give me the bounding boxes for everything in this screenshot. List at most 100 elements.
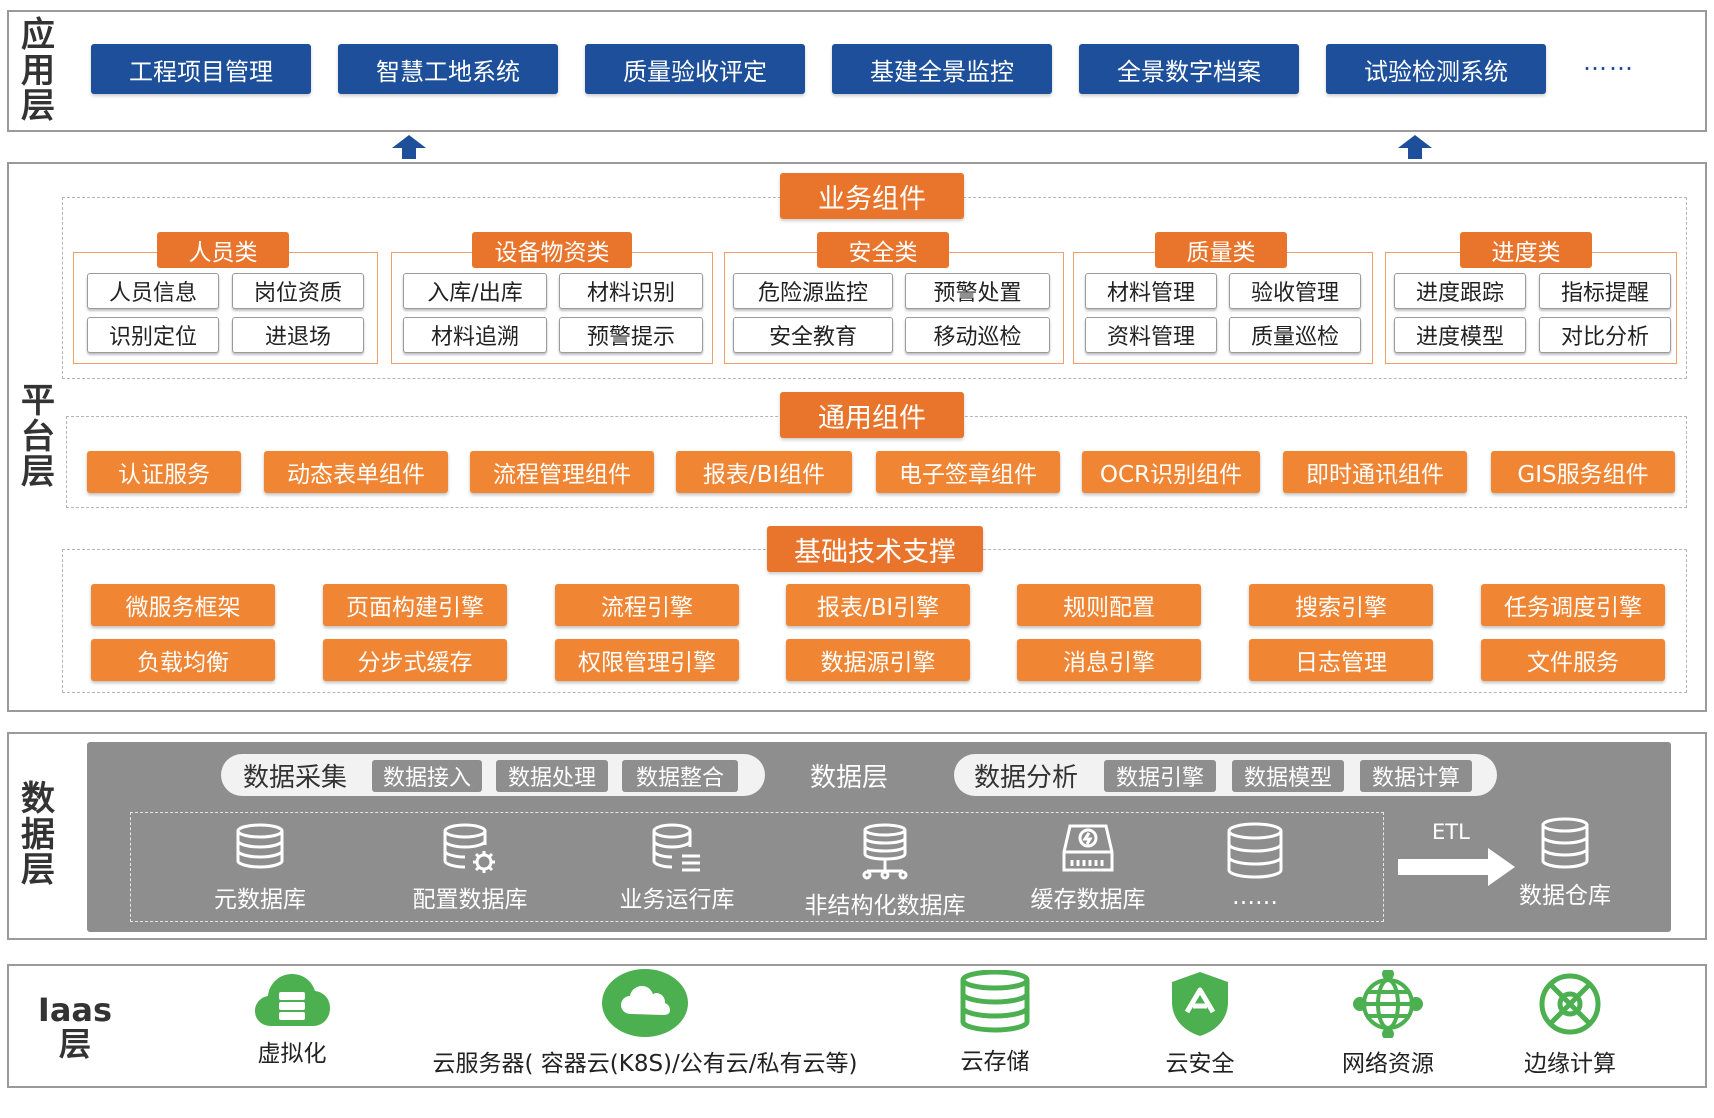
data-model-chip[interactable]: 数据模型 [1232, 760, 1344, 792]
globe-network-icon [1353, 970, 1423, 1038]
chip-material-management[interactable]: 材料管理 [1085, 273, 1217, 309]
iaas-cloud-storage-label: 云存储 [960, 1049, 1030, 1075]
iaas-cloud-security: 云安全 [1140, 970, 1260, 1078]
chip-material-trace[interactable]: 材料追溯 [403, 317, 547, 353]
iaas-edge-computing: 边缘计算 [1505, 970, 1635, 1078]
chip-hazard-monitor[interactable]: 危险源监控 [733, 273, 893, 309]
basic-tech-title: 基础技术支撑 [767, 526, 983, 572]
iaas-virtualization-label: 虚拟化 [257, 1041, 327, 1067]
common-report-bi[interactable]: 报表/BI组件 [676, 451, 852, 493]
data-analysis-label: 数据分析 [974, 763, 1079, 793]
chip-acceptance-management[interactable]: 验收管理 [1229, 273, 1361, 309]
db-config: 配置数据库 [395, 822, 545, 914]
db-more-label: …… [1232, 884, 1278, 910]
data-layer-label: 数 据 层 [21, 779, 55, 891]
chip-warning-tip[interactable]: 预警提示 [559, 317, 703, 353]
database-network-icon [862, 823, 908, 880]
database-list-icon [652, 823, 700, 872]
database-icon [236, 823, 284, 869]
common-instant-messaging[interactable]: 即时通讯组件 [1283, 451, 1467, 493]
database-settings-icon [443, 823, 495, 873]
basic-distributed-cache[interactable]: 分步式缓存 [323, 639, 507, 681]
basic-page-builder[interactable]: 页面构建引擎 [323, 584, 507, 626]
group-safety-title: 安全类 [817, 232, 949, 268]
up-arrow-icon [392, 135, 426, 159]
data-integration-chip[interactable]: 数据整合 [622, 760, 738, 792]
data-layer-center-label: 数据层 [810, 763, 889, 793]
database-icon [1541, 817, 1589, 869]
db-business-label: 业务运行库 [619, 887, 735, 913]
chip-identification-positioning[interactable]: 识别定位 [87, 317, 219, 353]
db-unstructured: 非结构化数据库 [795, 822, 975, 920]
common-gis-service[interactable]: GIS服务组件 [1491, 451, 1675, 493]
app-item-panorama-monitor[interactable]: 基建全景监控 [832, 44, 1052, 94]
group-personnel-title: 人员类 [157, 232, 289, 268]
basic-message-engine[interactable]: 消息引擎 [1017, 639, 1201, 681]
db-cache-label: 缓存数据库 [1030, 887, 1146, 913]
basic-log-management[interactable]: 日志管理 [1249, 639, 1433, 681]
cache-server-icon [1062, 824, 1114, 872]
db-more: …… [1195, 822, 1315, 910]
common-ocr[interactable]: OCR识别组件 [1082, 451, 1260, 493]
chip-progress-model[interactable]: 进度模型 [1394, 317, 1526, 353]
iaas-cloud-storage: 云存储 [935, 970, 1055, 1076]
basic-file-service[interactable]: 文件服务 [1481, 639, 1665, 681]
basic-task-scheduler[interactable]: 任务调度引擎 [1481, 584, 1665, 626]
data-access-chip[interactable]: 数据接入 [372, 760, 482, 792]
data-processing-chip[interactable]: 数据处理 [496, 760, 608, 792]
iaas-cloud-server-label: 云服务器( 容器云(K8S)/公有云/私有云等) [432, 1051, 858, 1077]
chip-post-qualification[interactable]: 岗位资质 [232, 273, 364, 309]
iaas-edge-computing-label: 边缘计算 [1524, 1051, 1616, 1077]
chip-warning-handle[interactable]: 预警处置 [905, 273, 1050, 309]
chip-quality-patrol[interactable]: 质量巡检 [1229, 317, 1361, 353]
basic-report-engine[interactable]: 报表/BI引擎 [786, 584, 970, 626]
chip-progress-tracking[interactable]: 进度跟踪 [1394, 273, 1526, 309]
app-item-smart-site[interactable]: 智慧工地系统 [338, 44, 558, 94]
basic-flow-engine[interactable]: 流程引擎 [555, 584, 739, 626]
chip-mobile-patrol[interactable]: 移动巡检 [905, 317, 1050, 353]
app-item-testing-system[interactable]: 试验检测系统 [1326, 44, 1546, 94]
chip-safety-education[interactable]: 安全教育 [733, 317, 893, 353]
cloud-server-icon [255, 974, 330, 1026]
iaas-cloud-server: 云服务器( 容器云(K8S)/公有云/私有云等) [410, 968, 880, 1078]
db-business: 业务运行库 [607, 822, 747, 914]
data-warehouse: 数据仓库 [1500, 816, 1630, 910]
business-components-title: 业务组件 [780, 173, 964, 219]
db-cache: 缓存数据库 [1013, 822, 1163, 914]
etl-arrow-icon [1398, 848, 1515, 886]
common-auth-service[interactable]: 认证服务 [87, 451, 241, 493]
chip-indicator-reminder[interactable]: 指标提醒 [1539, 273, 1671, 309]
data-compute-chip[interactable]: 数据计算 [1360, 760, 1472, 792]
db-metadata: 元数据库 [195, 822, 325, 914]
db-config-label: 配置数据库 [412, 887, 528, 913]
chip-stock-in-out[interactable]: 入库/出库 [403, 273, 547, 309]
app-item-digital-archive[interactable]: 全景数字档案 [1079, 44, 1299, 94]
chip-comparative-analysis[interactable]: 对比分析 [1539, 317, 1671, 353]
basic-search-engine[interactable]: 搜索引擎 [1249, 584, 1433, 626]
data-collect-label: 数据采集 [243, 763, 348, 793]
basic-datasource-engine[interactable]: 数据源引擎 [786, 639, 970, 681]
chip-entry-exit[interactable]: 进退场 [232, 317, 364, 353]
platform-layer-label: 平 台 层 [21, 381, 55, 493]
common-e-signature[interactable]: 电子签章组件 [876, 451, 1060, 493]
cloud-icon [602, 969, 688, 1037]
basic-microservice[interactable]: 微服务框架 [91, 584, 275, 626]
iaas-network: 网络资源 [1318, 970, 1458, 1078]
db-metadata-label: 元数据库 [214, 887, 306, 913]
chip-document-management[interactable]: 资料管理 [1085, 317, 1217, 353]
shield-icon [1172, 972, 1228, 1036]
basic-rule-config[interactable]: 规则配置 [1017, 584, 1201, 626]
app-item-quality-acceptance[interactable]: 质量验收评定 [585, 44, 805, 94]
iaas-network-label: 网络资源 [1342, 1051, 1434, 1077]
iaas-cloud-security-label: 云安全 [1165, 1051, 1235, 1077]
common-workflow[interactable]: 流程管理组件 [470, 451, 654, 493]
up-arrow-icon [1398, 135, 1432, 159]
basic-permission-engine[interactable]: 权限管理引擎 [555, 639, 739, 681]
common-dynamic-form[interactable]: 动态表单组件 [264, 451, 448, 493]
iaas-layer-label: Iaas 层 [37, 991, 113, 1063]
data-engine-chip[interactable]: 数据引擎 [1104, 760, 1216, 792]
app-item-project-management[interactable]: 工程项目管理 [91, 44, 311, 94]
chip-material-recognition[interactable]: 材料识别 [559, 273, 703, 309]
chip-personnel-info[interactable]: 人员信息 [87, 273, 219, 309]
basic-load-balance[interactable]: 负载均衡 [91, 639, 275, 681]
